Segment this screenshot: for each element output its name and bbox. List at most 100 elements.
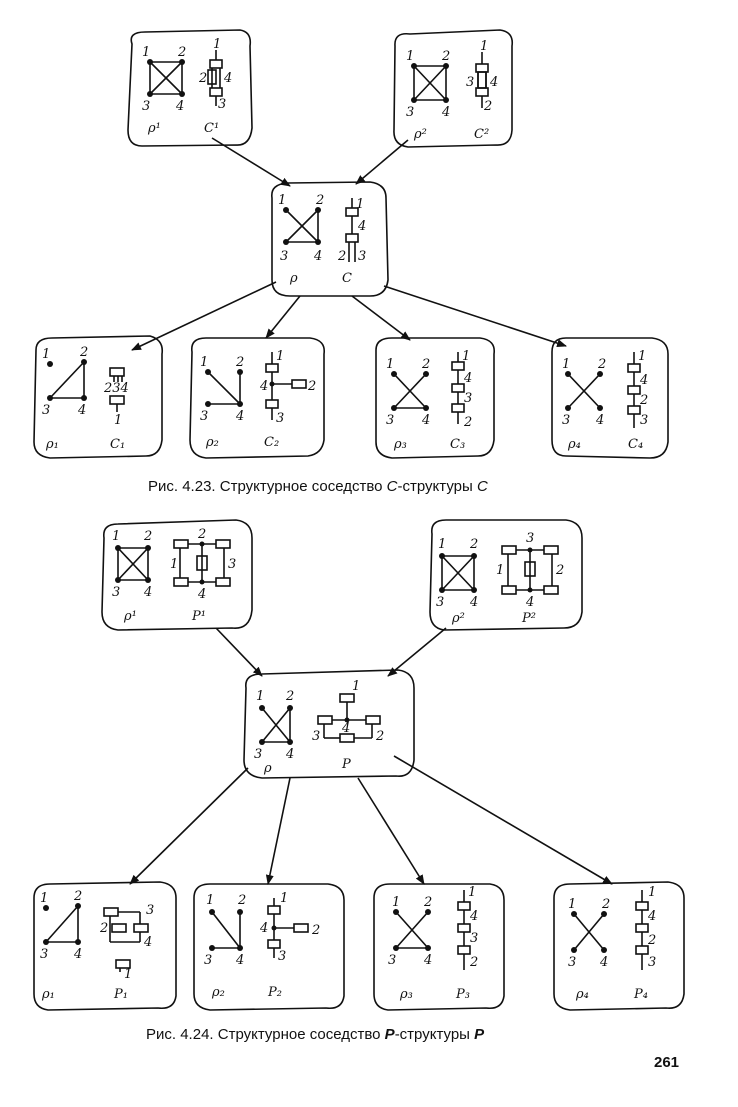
node-frame-p-b4: [553, 881, 685, 1011]
label-n1: 1: [438, 537, 446, 552]
label-n2: 2: [177, 45, 186, 60]
label-c: C₃: [450, 437, 465, 452]
label-s4: 4: [463, 371, 472, 386]
graph-p-rho-b4: [573, 913, 605, 951]
label-n3: 3: [142, 99, 150, 114]
label-n3: 3: [388, 953, 396, 968]
label-n2: 2: [423, 895, 432, 910]
graph-p-rho1: [117, 547, 149, 581]
chain-c2-top: [475, 52, 489, 108]
graph-rho2: [413, 65, 447, 101]
label-n4: 4: [595, 413, 604, 428]
label-p: P²: [521, 611, 536, 626]
label-n1: 1: [256, 689, 264, 704]
label-c: C: [342, 271, 352, 286]
label-rho: ρ²: [413, 127, 427, 142]
label-s2: 2: [337, 249, 346, 264]
node-frame-top-left: [127, 29, 253, 147]
label-s1: 1: [648, 885, 656, 900]
label-p: P₁: [113, 987, 128, 1002]
label-rho: ρ₄: [575, 987, 589, 1002]
caption-end: P: [474, 1026, 485, 1043]
label-s1: 1: [496, 563, 504, 578]
chain-c-middle: [345, 198, 359, 262]
structure-p1-top: [173, 539, 231, 587]
graph-p-rho-b1: [45, 905, 79, 943]
graph-p-rho-b3: [395, 911, 429, 949]
label-rho: ρ₁: [41, 987, 55, 1002]
label-n3: 3: [200, 409, 208, 424]
label-s4: 4: [259, 379, 268, 394]
label-s2: 2: [99, 921, 108, 936]
caption-prefix: Рис. 4.24. Структурное соседство: [146, 1026, 385, 1043]
label-s3: 3: [278, 949, 286, 964]
label-s234: 234: [103, 381, 129, 396]
label-n2: 2: [285, 689, 294, 704]
label-n2: 2: [315, 193, 324, 208]
label-s2: 2: [639, 393, 648, 408]
arrow-tr-to-middle: [355, 139, 409, 185]
chain-c-b1: [109, 367, 125, 412]
structure-p-b2: [267, 898, 309, 958]
label-s2: 2: [483, 99, 492, 114]
label-s4: 4: [197, 587, 206, 602]
label-s1: 1: [114, 413, 122, 428]
label-s3: 3: [640, 413, 648, 428]
label-n4: 4: [235, 409, 244, 424]
arrow-middle-to-b3: [351, 295, 411, 341]
arrow-p-tr-to-middle: [387, 627, 447, 677]
label-n3: 3: [280, 249, 288, 264]
structure-p-b3: [457, 890, 471, 970]
label-rho: ρ₃: [399, 987, 413, 1002]
label-c: C¹: [204, 121, 219, 136]
label-rho: ρ₄: [567, 437, 581, 452]
label-n2: 2: [601, 897, 610, 912]
label-c: C₂: [264, 435, 279, 450]
label-s1: 1: [276, 349, 284, 364]
label-n3: 3: [386, 413, 394, 428]
label-n1: 1: [40, 891, 48, 906]
label-s1: 1: [280, 891, 288, 906]
arrow-p-middle-to-b1: [129, 767, 249, 885]
label-n1: 1: [112, 529, 120, 544]
label-s2: 2: [375, 729, 384, 744]
node-frame-p-b2: [193, 883, 345, 1011]
graph-p-rho2: [441, 555, 475, 591]
label-s1: 1: [462, 349, 470, 364]
graph-rho1: [149, 61, 183, 95]
label-n2: 2: [79, 345, 88, 360]
node-frame-top-right: [393, 29, 514, 148]
label-s3: 3: [218, 97, 226, 112]
label-s1: 1: [213, 37, 221, 52]
arrow-middle-to-b4: [383, 285, 567, 347]
vertex-dots: [43, 59, 607, 953]
label-n1: 1: [200, 355, 208, 370]
label-n4: 4: [469, 595, 478, 610]
label-p: P₄: [633, 987, 648, 1002]
node-frame-p-top-left: [101, 519, 253, 631]
arrow-p-tl-to-middle: [215, 627, 263, 677]
caption-mid: -структуры: [394, 1026, 475, 1043]
structure-p-b1: [103, 907, 149, 972]
figure-caption-4-24: Рис. 4.24. Структурное соседство P-струк…: [146, 1026, 484, 1043]
label-s4: 4: [639, 373, 648, 388]
page-number: 261: [654, 1054, 680, 1071]
label-s3: 3: [526, 531, 534, 546]
label-rho: ρ₂: [211, 985, 225, 1000]
label-n4: 4: [175, 99, 184, 114]
figure-caption-4-23: Рис. 4.23. Структурное соседство C-струк…: [148, 478, 488, 495]
node-frame-p-b3: [373, 883, 505, 1011]
label-n3: 3: [42, 403, 50, 418]
label-s4: 4: [525, 595, 534, 610]
label-s1: 1: [124, 967, 132, 982]
label-s2: 2: [311, 923, 320, 938]
label-s1: 1: [638, 349, 646, 364]
label-rho: ρ₁: [45, 437, 59, 452]
label-s4: 4: [469, 909, 478, 924]
label-n1: 1: [142, 45, 150, 60]
label-n3: 3: [562, 413, 570, 428]
label-n3: 3: [40, 947, 48, 962]
caption-mid: -структуры: [397, 478, 477, 495]
label-s4: 4: [259, 921, 268, 936]
